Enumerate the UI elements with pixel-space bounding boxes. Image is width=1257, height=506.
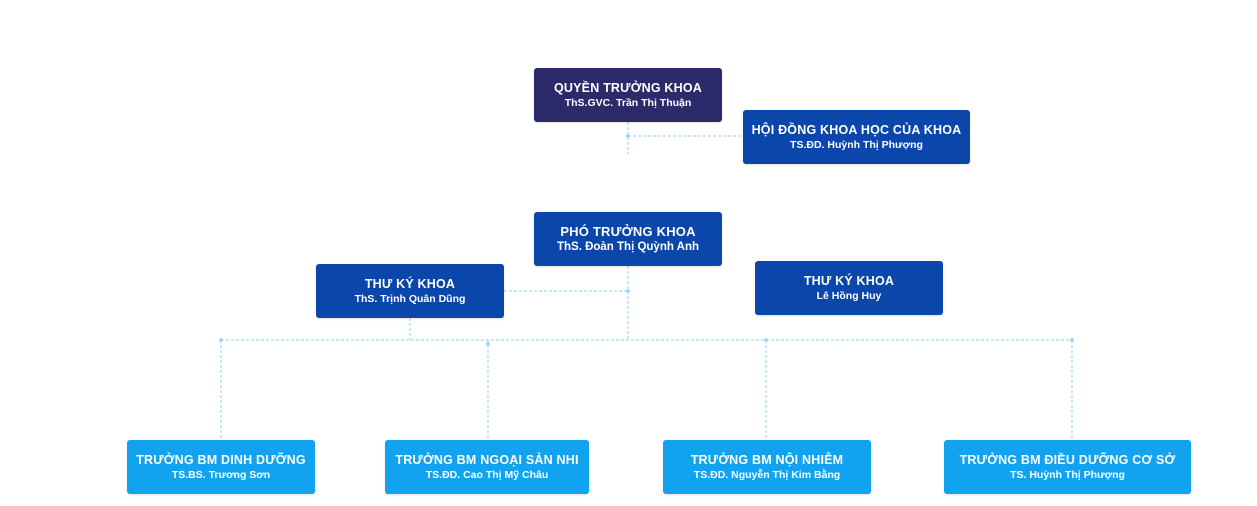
connector-dot (219, 338, 223, 342)
node-dean: QUYỀN TRƯỞNG KHOA ThS.GVC. Trần Thị Thuậ… (534, 68, 722, 122)
connector-dot (626, 134, 630, 138)
node-department-role: TRƯỞNG BM NGOẠI SẢN NHI (395, 452, 579, 467)
node-dean-person: ThS.GVC. Trần Thị Thuận (564, 96, 692, 109)
connector-dot (1070, 338, 1074, 342)
node-secretary-1-person: ThS. Trịnh Quân Dũng (354, 292, 466, 305)
node-vice-dean-person: ThS. Đoàn Thị Quỳnh Anh (556, 240, 700, 253)
node-vice-dean-role: PHÓ TRƯỞNG KHOA (560, 223, 696, 239)
node-secretary-2-person: Lê Hồng Huy (816, 289, 882, 302)
node-secretary-2: THƯ KÝ KHOA Lê Hồng Huy (755, 261, 943, 315)
node-department-person: TS.ĐD. Cao Thị Mỹ Châu (425, 468, 549, 481)
node-vice-dean: PHÓ TRƯỞNG KHOA ThS. Đoàn Thị Quỳnh Anh (534, 212, 722, 266)
node-department: TRƯỞNG BM NỘI NHIỄM TS.ĐD. Nguyễn Thị Ki… (663, 440, 871, 494)
node-department: TRƯỞNG BM NGOẠI SẢN NHI TS.ĐD. Cao Thị M… (385, 440, 589, 494)
node-council-role: HỘI ĐỒNG KHOA HỌC CỦA KHOA (751, 122, 962, 137)
node-department-person: TS.BS. Trương Sơn (171, 468, 271, 481)
node-secretary-1-role: THƯ KÝ KHOA (364, 276, 456, 291)
node-department-role: TRƯỞNG BM NỘI NHIỄM (690, 452, 844, 467)
node-council: HỘI ĐỒNG KHOA HỌC CỦA KHOA TS.ĐD. Huỳnh … (743, 110, 970, 164)
node-department: TRƯỞNG BM ĐIỀU DƯỠNG CƠ SỞ TS. Huỳnh Thị… (944, 440, 1191, 494)
node-department-role: TRƯỞNG BM ĐIỀU DƯỠNG CƠ SỞ (959, 452, 1176, 467)
node-council-person: TS.ĐD. Huỳnh Thị Phượng (790, 138, 923, 151)
connector-dot (626, 289, 630, 293)
node-secretary-1: THƯ KÝ KHOA ThS. Trịnh Quân Dũng (316, 264, 504, 318)
connector-dot (764, 338, 768, 342)
node-department-role: TRƯỞNG BM DINH DƯỠNG (136, 452, 306, 467)
node-dean-role: QUYỀN TRƯỞNG KHOA (553, 80, 703, 95)
node-department-person: TS. Huỳnh Thị Phượng (1010, 468, 1125, 481)
connector-dot (486, 342, 490, 346)
node-department-person: TS.ĐD. Nguyễn Thị Kim Bằng (693, 468, 841, 481)
node-department: TRƯỞNG BM DINH DƯỠNG TS.BS. Trương Sơn (127, 440, 315, 494)
node-secretary-2-role: THƯ KÝ KHOA (803, 273, 895, 288)
